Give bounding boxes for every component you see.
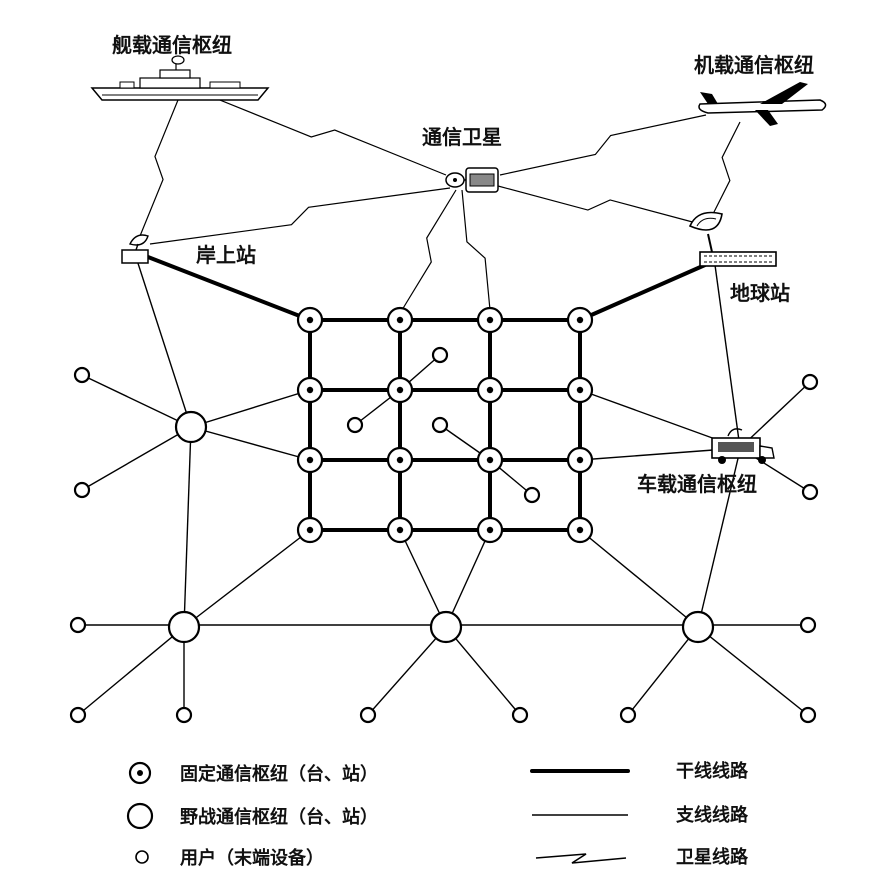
dish-antenna-icon <box>121 234 149 264</box>
fixed-hub-center <box>486 456 494 464</box>
airplane-icon <box>698 82 827 126</box>
field-hub <box>174 410 208 444</box>
user-node <box>69 706 87 724</box>
earth-station-label: 地球站 <box>730 281 790 305</box>
fixed-hub-center <box>576 526 584 534</box>
fixed-hub-center <box>576 386 584 394</box>
legend-satellite-symbol <box>535 853 627 864</box>
vehicle-hub-label: 车载通信枢纽 <box>637 472 757 496</box>
satellite-link <box>139 99 179 237</box>
truck-icon <box>711 428 775 464</box>
fixed-hub-center <box>396 526 404 534</box>
ship-hub-label: 舰载通信枢纽 <box>112 33 232 57</box>
dish-antenna-icon <box>688 211 777 267</box>
fixed-hub-center <box>486 526 494 534</box>
fixed-hub-center <box>486 316 494 324</box>
user-node <box>73 366 91 384</box>
user-node <box>801 483 819 501</box>
legend-user-symbol <box>135 850 149 864</box>
user-node <box>619 706 637 724</box>
user-node <box>431 416 449 434</box>
satellite-link <box>461 189 491 311</box>
satellite-link <box>199 91 447 176</box>
fixed-hub-center <box>306 386 314 394</box>
user-node <box>431 346 449 364</box>
legend-branch-label: 支线线路 <box>675 804 749 826</box>
user-node <box>69 616 87 634</box>
user-node <box>799 706 817 724</box>
satellite-link <box>497 185 701 225</box>
satellite-link <box>149 187 451 245</box>
user-node <box>359 706 377 724</box>
branch-lines <box>77 253 811 716</box>
user-node <box>511 706 529 724</box>
fixed-hub-center <box>576 456 584 464</box>
satellite-label: 通信卫星 <box>422 125 502 149</box>
satellite-icon <box>445 167 499 193</box>
satellite-links <box>139 91 741 311</box>
field-hub <box>681 610 715 644</box>
fixed-hub-center <box>306 526 314 534</box>
trunk-lines <box>146 255 707 532</box>
fixed-hub-grid <box>296 306 594 544</box>
fixed-hub-center <box>396 456 404 464</box>
satellite-link <box>401 189 457 311</box>
fixed-hub-center <box>486 386 494 394</box>
legend-field-hub-label: 野战通信枢纽（台、站） <box>180 806 378 828</box>
legend: 固定通信枢纽（台、站） 野战通信枢纽（台、站） 用户（末端设备） 干线线路 支线… <box>126 760 749 869</box>
user-node <box>801 373 819 391</box>
user-node <box>175 706 193 724</box>
fixed-hub-center <box>306 316 314 324</box>
legend-user-label: 用户（末端设备） <box>180 847 324 869</box>
user-node <box>523 486 541 504</box>
field-hub <box>429 610 463 644</box>
legend-field-hub-symbol <box>126 802 154 830</box>
air-hub-label: 机载通信枢纽 <box>694 53 814 77</box>
user-node <box>346 416 364 434</box>
legend-trunk-label: 干线线路 <box>676 760 749 782</box>
satellite-link <box>499 114 707 176</box>
fixed-hub-center <box>396 386 404 394</box>
legend-satellite-label: 卫星线路 <box>676 846 749 868</box>
legend-fixed-hub-label: 固定通信枢纽（台、站） <box>180 763 378 785</box>
satellite-link <box>711 121 741 217</box>
fixed-hub-center <box>306 456 314 464</box>
users <box>69 346 819 724</box>
field-hubs <box>167 410 715 644</box>
fixed-hub-center <box>576 316 584 324</box>
field-hub <box>167 610 201 644</box>
user-node <box>799 616 817 634</box>
ship-icon <box>90 55 270 101</box>
user-node <box>73 481 91 499</box>
shore-station-label: 岸上站 <box>196 243 256 267</box>
fixed-hub-center <box>396 316 404 324</box>
